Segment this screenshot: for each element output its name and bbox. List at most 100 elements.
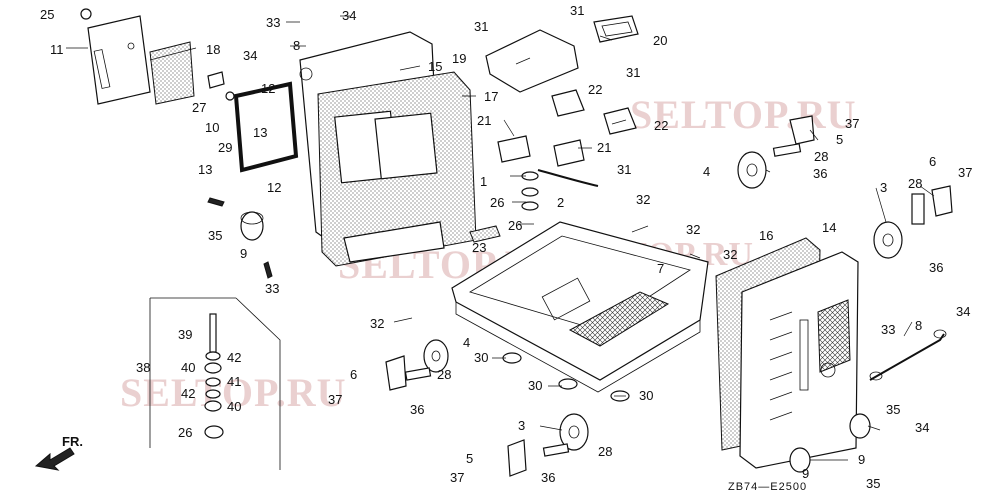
callout-number: 31: [617, 162, 631, 177]
callout-number: 17: [484, 89, 498, 104]
callout-number: 4: [463, 335, 470, 350]
callout-number: 2: [557, 195, 564, 210]
callout-number: 34: [243, 48, 257, 63]
callout-number: 21: [477, 113, 491, 128]
callout-number: 33: [266, 15, 280, 30]
callout-number: 32: [636, 192, 650, 207]
callout-number: 27: [192, 100, 206, 115]
mount-bracket-part: [485, 29, 579, 93]
wheel-part: [423, 339, 449, 373]
foam-pad-part: [149, 41, 195, 105]
callout-number: 26: [490, 195, 504, 210]
callout-number: 28: [814, 149, 828, 164]
inset-bracket: [149, 297, 281, 470]
door-handle-part: [93, 49, 111, 89]
callout-number: 22: [588, 82, 602, 97]
callout-number: 42: [181, 386, 195, 401]
rear-mesh-part: [817, 299, 851, 373]
drawing-code: ZB74—E2500: [728, 481, 807, 493]
rubber-mount-part: [603, 107, 637, 135]
callout-number: 26: [508, 218, 522, 233]
small-door-part: [87, 15, 151, 105]
callout-number: 28: [437, 367, 451, 382]
callout-number: 19: [452, 51, 466, 66]
callout-number: 32: [686, 222, 700, 237]
rubber-foot-part: [240, 211, 264, 241]
callout-number: 34: [915, 420, 929, 435]
handle-rod-part: [869, 333, 945, 381]
callout-number: 3: [880, 180, 887, 195]
seal-frame-part: [233, 81, 299, 173]
callout-number: 35: [866, 476, 880, 491]
callout-number: 13: [198, 162, 212, 177]
callout-number: 8: [293, 38, 300, 53]
callout-number: 15: [428, 59, 442, 74]
callout-number: 12: [261, 81, 275, 96]
wheel-part: [873, 221, 903, 259]
callout-number: 14: [822, 220, 836, 235]
callout-number: 18: [206, 42, 220, 57]
rubber-mount-part: [551, 89, 585, 117]
callout-number: 26: [178, 425, 192, 440]
callout-number: 40: [227, 399, 241, 414]
callouts: 25 11 18 33 34 8 34 15 31 31 20 19 31 27…: [40, 3, 972, 491]
callout-number: 40: [181, 360, 195, 375]
callout-number: 13: [253, 125, 267, 140]
grommet-part: [593, 15, 639, 43]
part-drawings: [34, 8, 953, 477]
callout-number: 32: [370, 316, 384, 331]
wheel-part: [737, 151, 767, 189]
callout-number: 16: [759, 228, 773, 243]
callout-number: 31: [626, 65, 640, 80]
callout-number: 7: [657, 261, 664, 276]
callout-number: 36: [929, 260, 943, 275]
callout-number: 32: [723, 247, 737, 262]
callout-number: 9: [858, 452, 865, 467]
callout-number: 30: [474, 350, 488, 365]
callout-number: 31: [570, 3, 584, 18]
callout-number: 37: [328, 392, 342, 407]
callout-number: 6: [929, 154, 936, 169]
callout-number: 5: [836, 132, 843, 147]
callout-number: 41: [227, 374, 241, 389]
callout-number: 37: [450, 470, 464, 485]
callout-number: 8: [915, 318, 922, 333]
callout-number: 33: [881, 322, 895, 337]
watermark: SELTOP.RU: [120, 370, 347, 415]
callout-number: 36: [541, 470, 555, 485]
callout-number: 5: [466, 451, 473, 466]
callout-number: 4: [703, 164, 710, 179]
callout-number: 23: [472, 240, 486, 255]
callout-number: 28: [598, 444, 612, 459]
ground-cable-part: [537, 169, 599, 187]
callout-number: 37: [958, 165, 972, 180]
callout-number: 28: [908, 176, 922, 191]
callout-number: 29: [218, 140, 232, 155]
callout-number: 37: [845, 116, 859, 131]
callout-number: 31: [474, 19, 488, 34]
callout-number: 38: [136, 360, 150, 375]
callout-number: 21: [597, 140, 611, 155]
callout-number: 30: [639, 388, 653, 403]
callout-number: 10: [205, 120, 219, 135]
callout-number: 9: [240, 246, 247, 261]
callout-number: 34: [342, 8, 356, 23]
wheel-part: [559, 413, 589, 451]
callout-number: 20: [653, 33, 667, 48]
callout-number: 22: [654, 118, 668, 133]
orientation-label: FR.: [62, 434, 83, 449]
watermark: SELTOP.RU: [630, 92, 857, 137]
callout-number: 35: [208, 228, 222, 243]
callout-number: 11: [50, 42, 64, 57]
callout-number: 42: [227, 350, 241, 365]
callout-number: 9: [802, 466, 809, 481]
screw-part: [80, 8, 92, 20]
callout-number: 30: [528, 378, 542, 393]
callout-number: 3: [518, 418, 525, 433]
callout-number: 6: [350, 367, 357, 382]
callout-number: 39: [178, 327, 192, 342]
front-direction-arrow: [34, 447, 75, 471]
rear-cover-part: [739, 251, 859, 469]
base-mesh-part: [568, 291, 670, 347]
